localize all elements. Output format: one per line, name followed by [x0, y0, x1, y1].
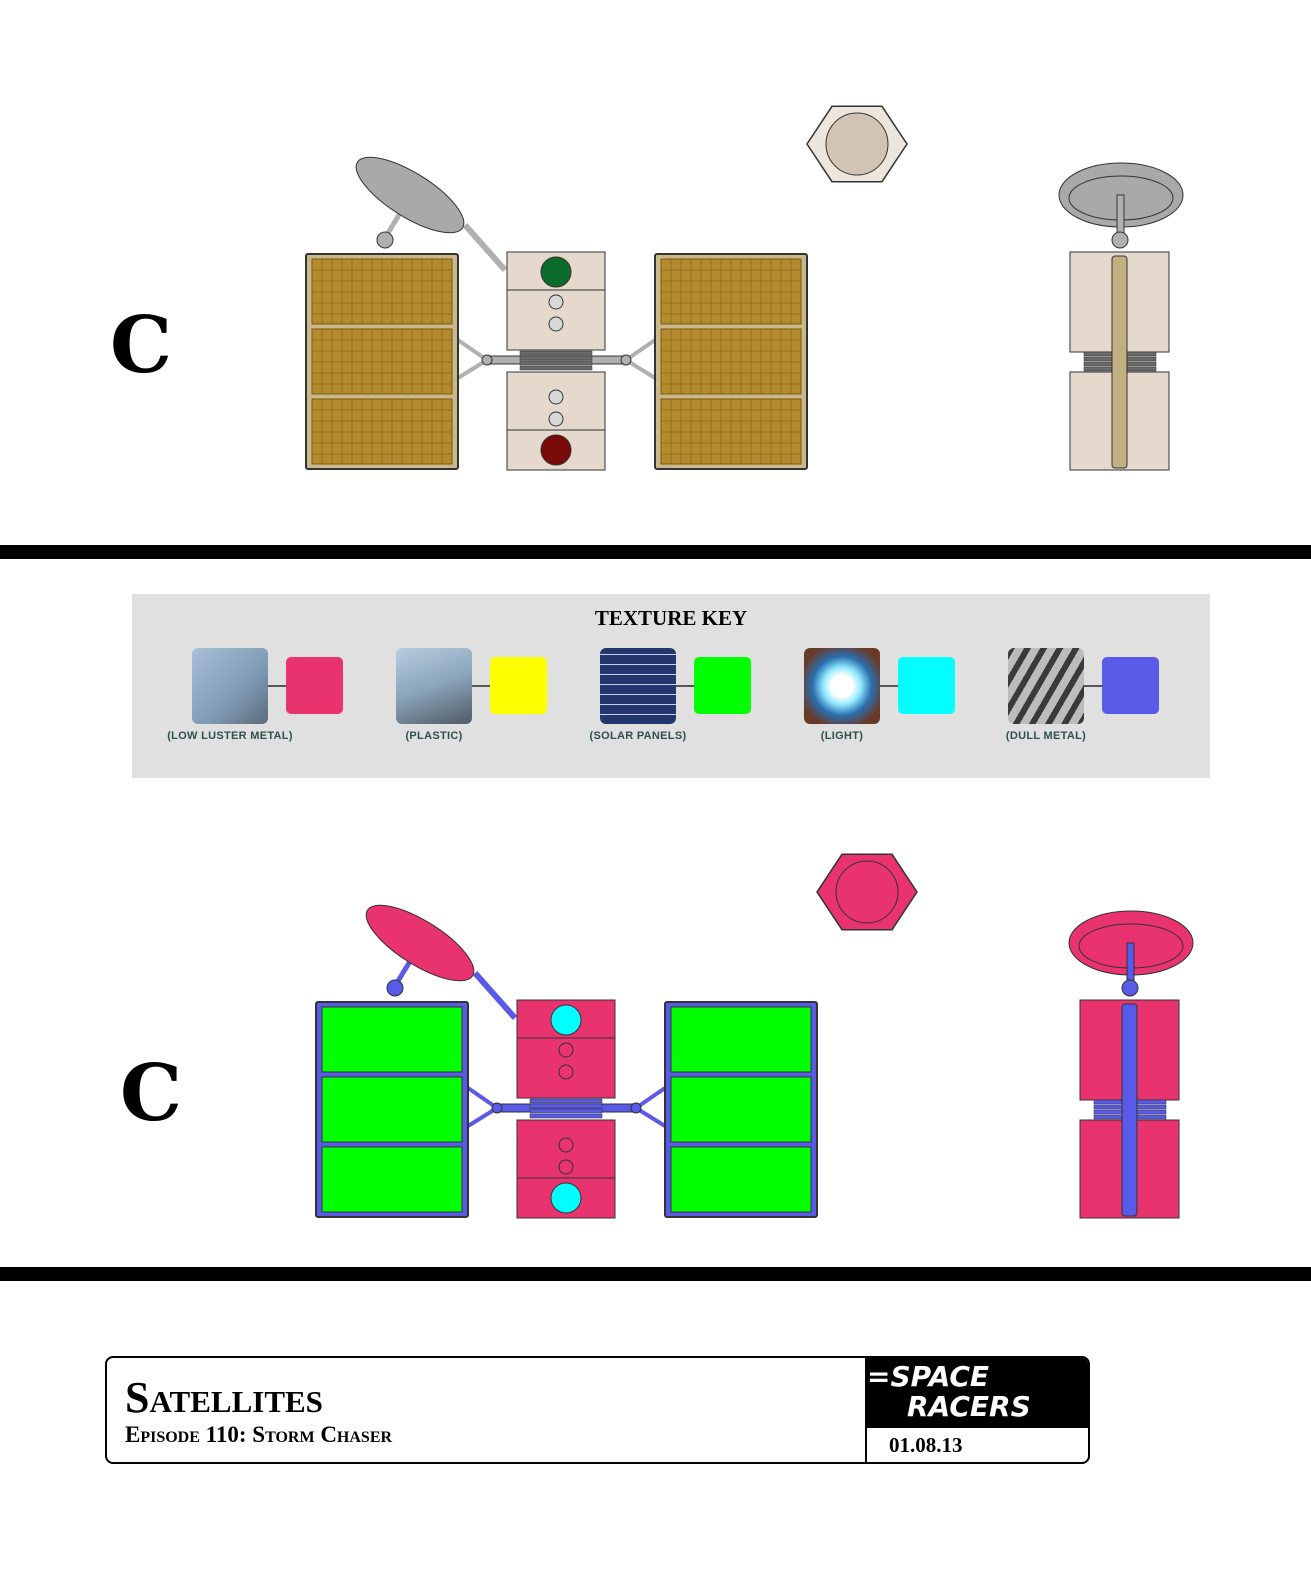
texture-swatch-4: (DULL METAL) [1006, 648, 1168, 758]
turbine-photo [1008, 648, 1084, 724]
solar-panel-cell [321, 1076, 463, 1143]
light-top [540, 256, 572, 288]
port [548, 389, 564, 405]
space-racers-logo: =SPACE RACERS [865, 1358, 1088, 1428]
coupling-ring [529, 1103, 603, 1109]
joint [481, 354, 493, 366]
panel-strut [624, 358, 657, 380]
side-dish-mast [1126, 942, 1135, 986]
coupling-ring [529, 1108, 603, 1114]
dish-hinge [376, 231, 394, 249]
divider-top [0, 545, 1311, 559]
panel-strut [624, 338, 657, 362]
view-letter-top: C [110, 300, 173, 391]
solar-panel-cell [321, 1006, 463, 1073]
port [548, 411, 564, 427]
panel-strut [466, 1106, 499, 1128]
coupling-ring [519, 355, 593, 361]
texture-label: (LIGHT) [820, 730, 864, 742]
logo-line-1: =SPACE [867, 1360, 990, 1393]
color-chip [286, 657, 343, 714]
texture-label: (PLASTIC) [405, 730, 463, 742]
solar-panel-cell [321, 1146, 463, 1213]
port [558, 1137, 574, 1153]
coupling-ring [519, 350, 593, 356]
solar-panel-cell [670, 1146, 812, 1213]
light-bottom [540, 434, 572, 466]
light-bottom [550, 1182, 582, 1214]
color-chip [1102, 657, 1159, 714]
texture-key-title: TEXTURE KEY [594, 606, 748, 630]
light-photo [804, 648, 880, 724]
texture-label: (LOW LUSTER METAL) [167, 730, 293, 742]
dish-boom [462, 223, 508, 272]
solar-panel-photo [600, 648, 676, 724]
texture-label: (DULL METAL) [1005, 730, 1087, 742]
texture-key-panel: TEXTURE KEY (LOW LUSTER METAL) (PLASTIC)… [132, 594, 1210, 778]
texture-swatch-1: (PLASTIC) [396, 648, 556, 758]
sheet-title: Satellites [125, 1373, 323, 1422]
panel-strut [466, 1086, 499, 1110]
panel-strut [456, 338, 489, 362]
joint [491, 1102, 503, 1114]
side-dish-joint [1121, 979, 1139, 997]
light-top [550, 1004, 582, 1036]
panel-strut [634, 1086, 667, 1110]
plastic-part-photo [396, 648, 472, 724]
swatch-connector [880, 685, 898, 687]
port [558, 1064, 574, 1080]
hexagon-inner-circle [835, 860, 899, 924]
side-dish-joint [1111, 231, 1129, 249]
dish [365, 904, 475, 982]
hexagon-inner-circle [825, 112, 889, 176]
dish-boom [472, 971, 518, 1020]
swatch-connector [268, 685, 286, 687]
texture-label: (SOLAR PANELS) [589, 730, 687, 742]
joint [630, 1102, 642, 1114]
coupling-ring [529, 1098, 603, 1104]
port [558, 1159, 574, 1175]
texture-swatch-2: (SOLAR PANELS) [590, 648, 760, 758]
side-dish-mast [1116, 194, 1125, 238]
coupling-ring [519, 365, 593, 371]
color-chip [490, 657, 547, 714]
solar-panel-cell [670, 1006, 812, 1073]
dish [355, 156, 465, 234]
side-pole [1111, 255, 1128, 469]
port [558, 1042, 574, 1058]
episode-subtitle: Episode 110: Storm Chaser [125, 1422, 393, 1447]
side-pole [1121, 1003, 1138, 1217]
satellite-texture-drawing [315, 853, 1194, 1219]
joint [620, 354, 632, 366]
panel-strut [634, 1106, 667, 1128]
coupling-ring [529, 1113, 603, 1119]
swatch-connector [1084, 685, 1102, 687]
texture-swatch-0: (LOW LUSTER METAL) [167, 648, 352, 758]
satellite-rendered-drawing [305, 105, 1184, 471]
color-chip [694, 657, 751, 714]
port [548, 316, 564, 332]
divider-bottom [0, 1267, 1311, 1281]
coupling-ring [519, 360, 593, 366]
dish-hinge [386, 979, 404, 997]
color-chip [898, 657, 955, 714]
port [548, 294, 564, 310]
sheet-date: 01.08.13 [865, 1428, 1088, 1462]
solar-panel-cell [670, 1076, 812, 1143]
swatch-connector [676, 685, 694, 687]
title-block: Satellites Episode 110: Storm Chaser =SP… [105, 1356, 1090, 1464]
panel-strut [456, 358, 489, 380]
swatch-connector [472, 685, 490, 687]
logo-line-2: RACERS [907, 1390, 1031, 1423]
car-fender-photo [192, 648, 268, 724]
texture-swatch-3: (LIGHT) [804, 648, 964, 758]
view-letter-bottom: C [120, 1048, 183, 1139]
